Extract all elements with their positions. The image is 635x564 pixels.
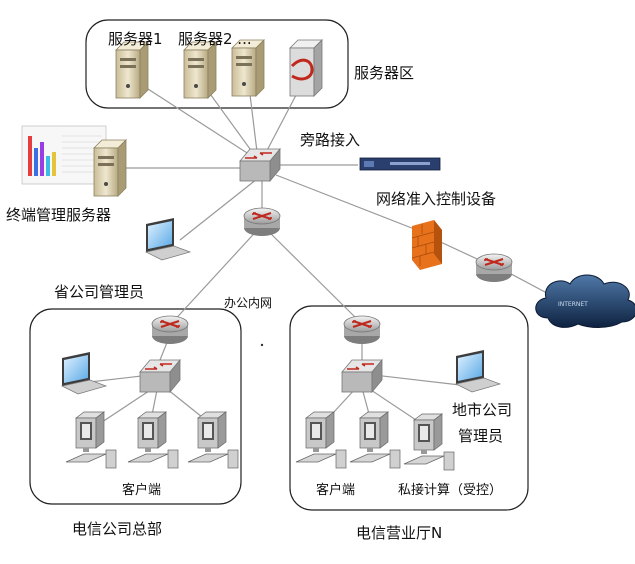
server-icon: [115, 41, 149, 99]
desktop-pc-icon: [349, 411, 401, 469]
router-icon: [151, 315, 189, 345]
switch-icon: [139, 359, 181, 393]
laptop-icon: [455, 349, 501, 393]
client-label-hq: 客户端: [122, 482, 161, 498]
network-access-device-label: 网络准入控制设备: [376, 190, 496, 208]
router-icon: [343, 315, 381, 345]
desktop-pc-icon: [127, 411, 179, 469]
server-icon: [231, 39, 265, 97]
server-icon: [93, 139, 127, 197]
server-zone-box: [85, 19, 349, 109]
province-admin-label: 省公司管理员: [54, 283, 144, 301]
internet-cloud-icon: INTERNET: [535, 274, 635, 328]
server1-label: 服务器1: [108, 30, 163, 48]
desktop-pc-icon: [65, 411, 117, 469]
internet-cloud-text: INTERNET: [558, 301, 588, 308]
firewall-icon: [411, 220, 442, 270]
desktop-pc-icon: [403, 413, 455, 471]
server2-label: 服务器2 ...: [178, 30, 252, 48]
router-icon: [475, 253, 513, 283]
chart-monitor-icon: [21, 125, 107, 185]
city-admin-label-line1: 地市公司: [452, 401, 512, 419]
terminal-mgmt-server-label: 终端管理服务器: [6, 206, 111, 224]
laptop-icon: [145, 217, 191, 261]
desktop-pc-icon: [187, 411, 239, 469]
server-icon: [289, 39, 323, 97]
core-switch-icon: [239, 148, 281, 182]
switch-icon: [341, 359, 383, 393]
router-icon: [243, 207, 281, 237]
bypass-access-label: 旁路接入: [300, 131, 360, 149]
headquarters-label: 电信公司总部: [72, 520, 162, 538]
branch-hall-box: [289, 305, 529, 511]
server-icon: [183, 41, 217, 99]
server-zone-label: 服务器区: [354, 64, 414, 82]
city-admin-label-line2: 管理员: [458, 427, 503, 445]
laptop-icon: [61, 351, 107, 395]
branch-hall-label: 电信营业厅N: [356, 524, 442, 542]
private-compute-label: 私接计算（受控）: [398, 482, 502, 498]
stray-dot: [260, 343, 264, 347]
headquarters-box: [29, 308, 242, 505]
desktop-pc-icon: [295, 411, 347, 469]
office-intranet-label: 办公内网: [224, 295, 272, 310]
client-label-branch: 客户端: [316, 482, 355, 498]
network-access-appliance-icon: [359, 157, 441, 171]
